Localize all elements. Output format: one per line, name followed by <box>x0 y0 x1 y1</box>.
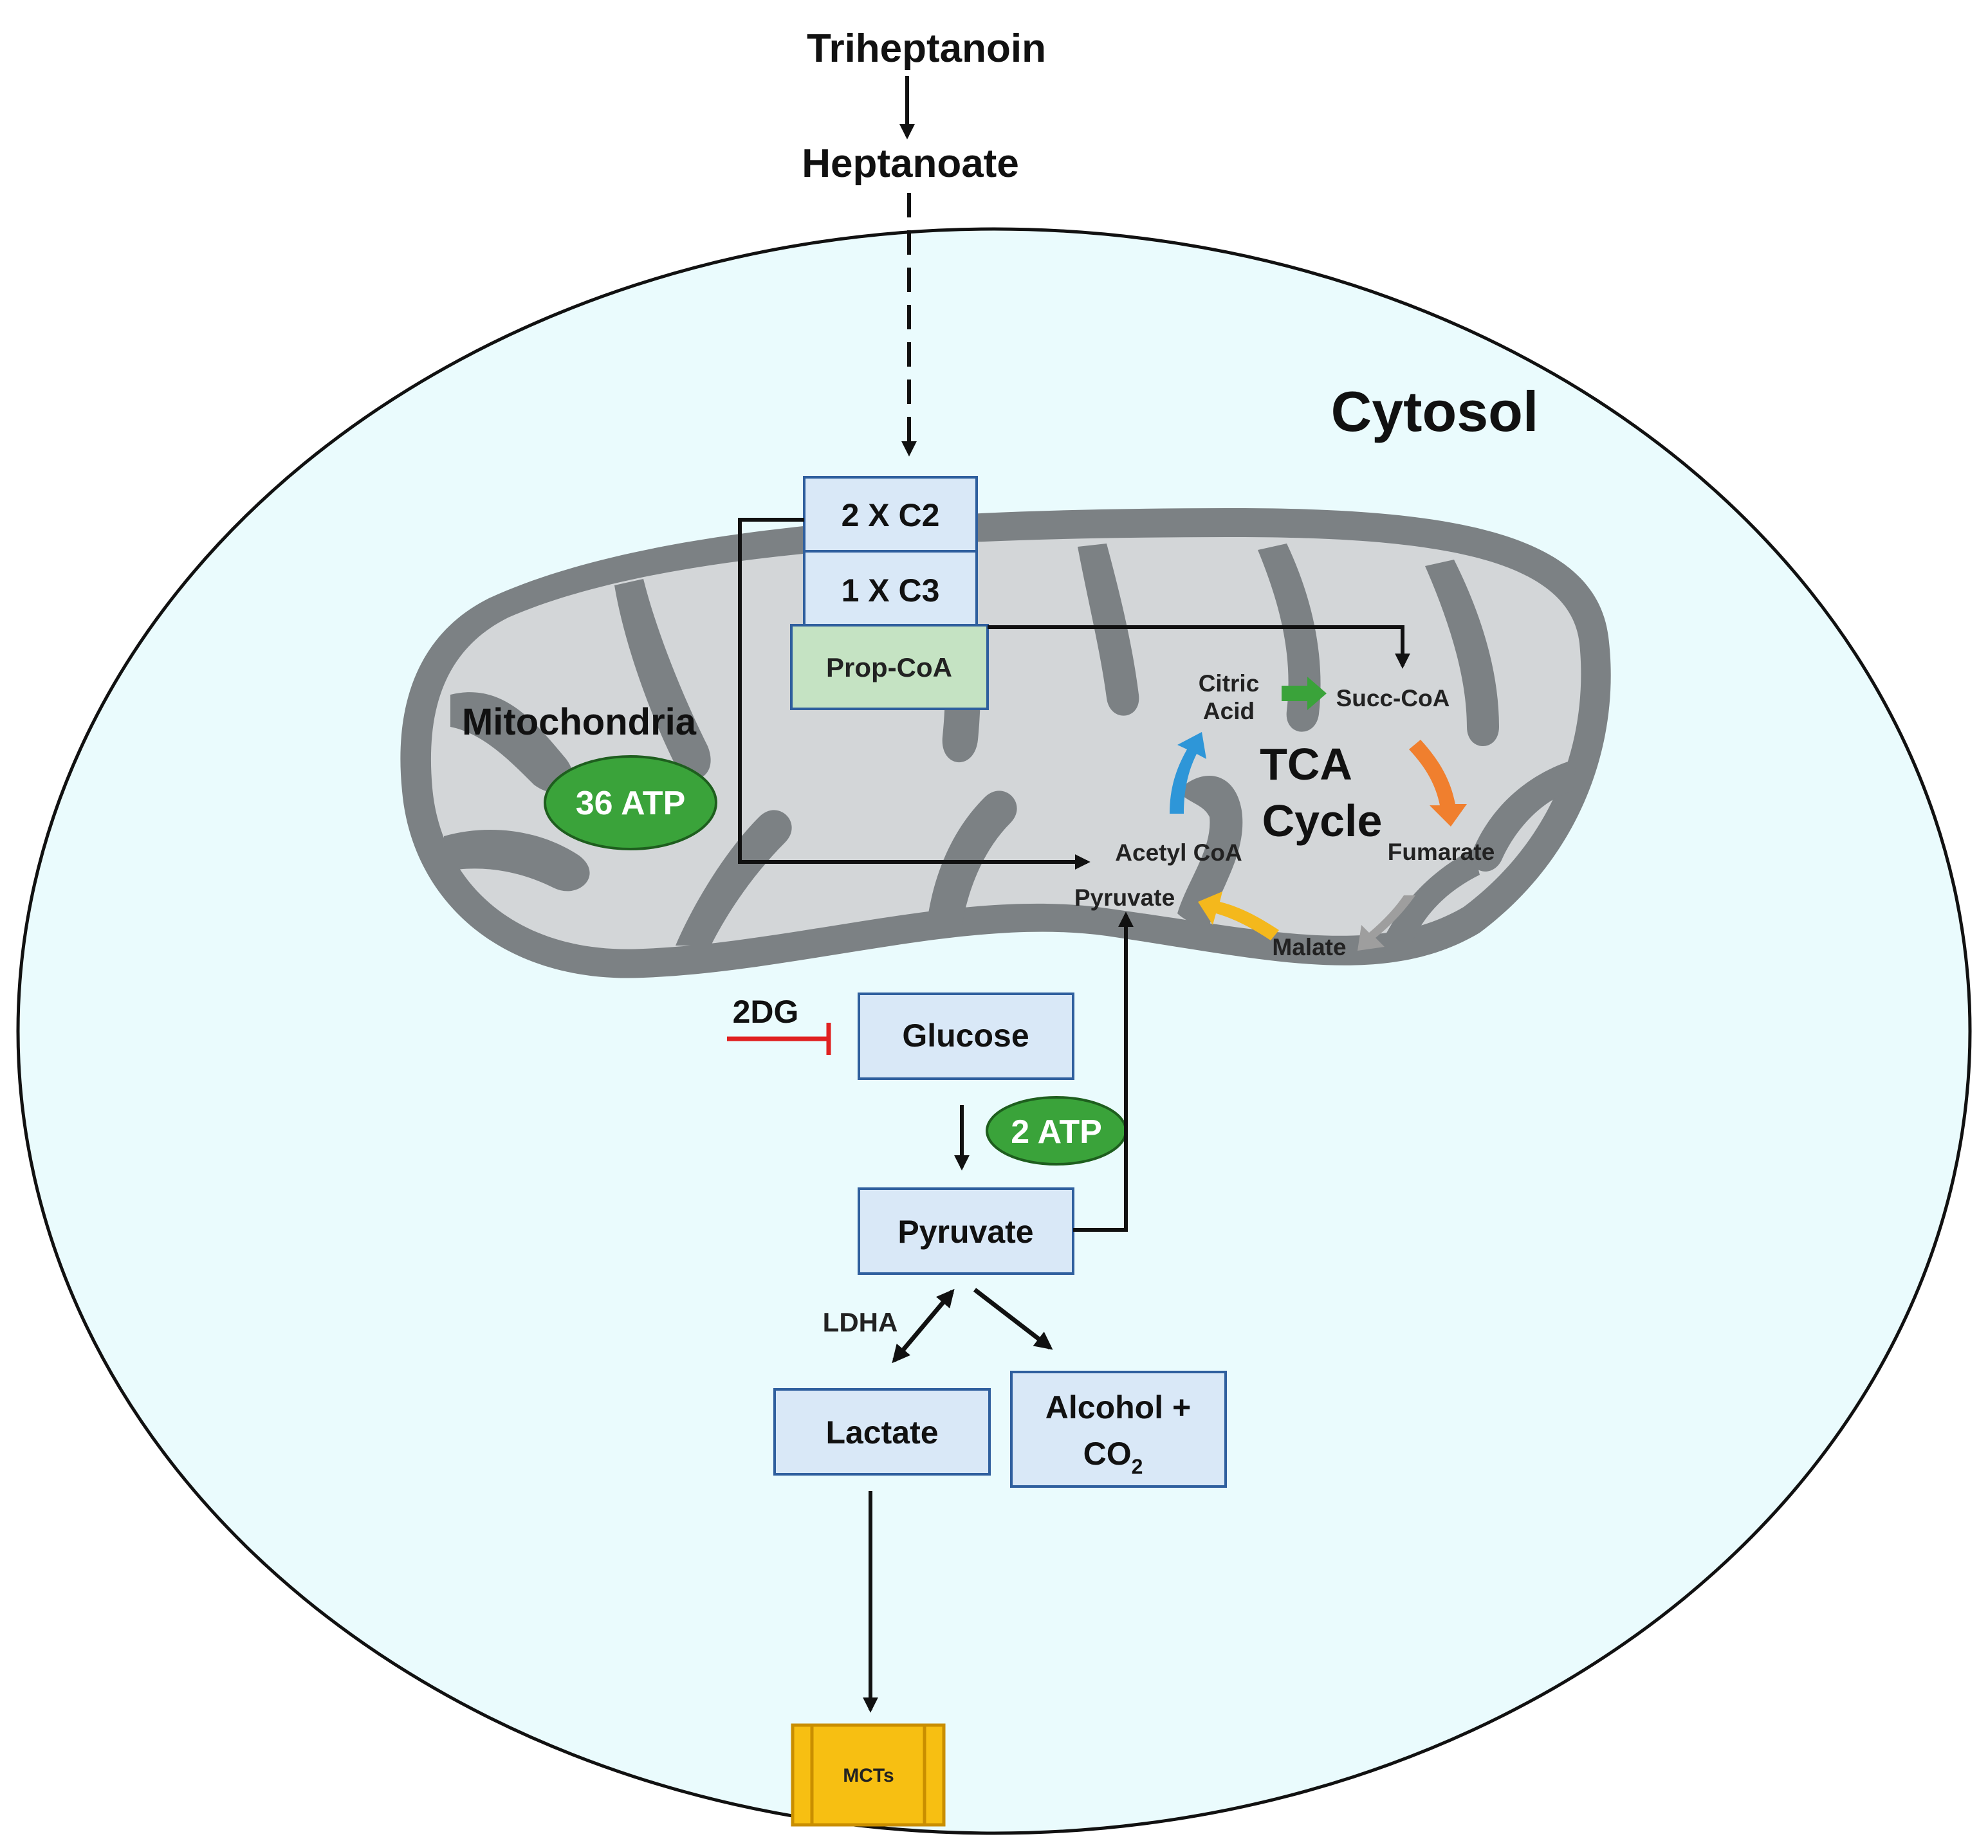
succ-coa-label: Succ-CoA <box>1336 685 1450 711</box>
tca-arrow-orange <box>1409 740 1467 827</box>
tca-arrow-yellow <box>1198 892 1279 940</box>
ldha-arrow <box>892 1288 955 1364</box>
propcoa-box <box>790 624 989 710</box>
co2-main: CO <box>1083 1436 1132 1472</box>
c2-label: 2 X C2 <box>842 497 940 533</box>
pyruvate-box <box>858 1187 1074 1275</box>
2dg-label: 2DG <box>733 994 799 1030</box>
mitochondria-label: Mitochondria <box>462 701 697 743</box>
lactate-box <box>773 1388 991 1476</box>
pyruvate-label: Pyruvate <box>897 1214 1033 1250</box>
fumarate-label: Fumarate <box>1388 839 1495 865</box>
propcoa-to-succcoa-arrow <box>988 625 1410 669</box>
citric-acid-label-line1: Citric <box>1199 670 1260 697</box>
atp36-label: 36 ATP <box>576 785 686 822</box>
citric-acid-label-line2: Acid <box>1203 698 1255 724</box>
alcohol-co2-box <box>1010 1371 1227 1488</box>
c2-box <box>803 476 978 553</box>
tca-label-line1: TCA <box>1260 739 1352 789</box>
heptanoate-label: Heptanoate <box>802 142 1019 186</box>
mct-transporter: MCTs <box>791 1723 946 1827</box>
mitochondrion <box>400 508 1611 978</box>
atp36-badge <box>544 755 717 850</box>
c3-box <box>803 550 978 627</box>
lactate-label: Lactate <box>825 1414 938 1450</box>
glucose-label: Glucose <box>902 1018 1029 1054</box>
ldha-label: LDHA <box>823 1307 898 1337</box>
cytosol-label: Cytosol <box>1331 380 1539 443</box>
tca-label-line2: Cycle <box>1262 796 1383 846</box>
tca-arrow-blue <box>1170 732 1206 814</box>
mito-pyruvate-label: Pyruvate <box>1074 884 1175 911</box>
mct-label: MCTs <box>843 1765 894 1786</box>
c3-label: 1 X C3 <box>842 572 940 608</box>
co2-subscript: 2 <box>1132 1455 1143 1478</box>
alcohol-label: Alcohol + <box>1045 1389 1191 1425</box>
atp2-label: 2 ATP <box>1011 1113 1102 1151</box>
malate-label: Malate <box>1272 934 1346 960</box>
propcoa-label: Prop-CoA <box>826 652 952 682</box>
triheptanoin-label: Triheptanoin <box>807 26 1046 71</box>
alcohol-arrow <box>973 1288 1053 1350</box>
pyruvate-to-mito-arrow <box>1073 911 1134 1232</box>
tca-cycle: TCA Cycle Citric Acid Succ-CoA Fumarate … <box>1074 670 1495 960</box>
tca-arrow-green <box>1282 677 1327 710</box>
c2-to-acetylcoa-arrow <box>738 518 1091 870</box>
co2-label: CO2 <box>1083 1436 1143 1478</box>
acetyl-coa-label: Acetyl CoA <box>1115 839 1242 866</box>
tca-arrow-gray <box>1358 895 1415 951</box>
glucose-box <box>858 993 1074 1080</box>
